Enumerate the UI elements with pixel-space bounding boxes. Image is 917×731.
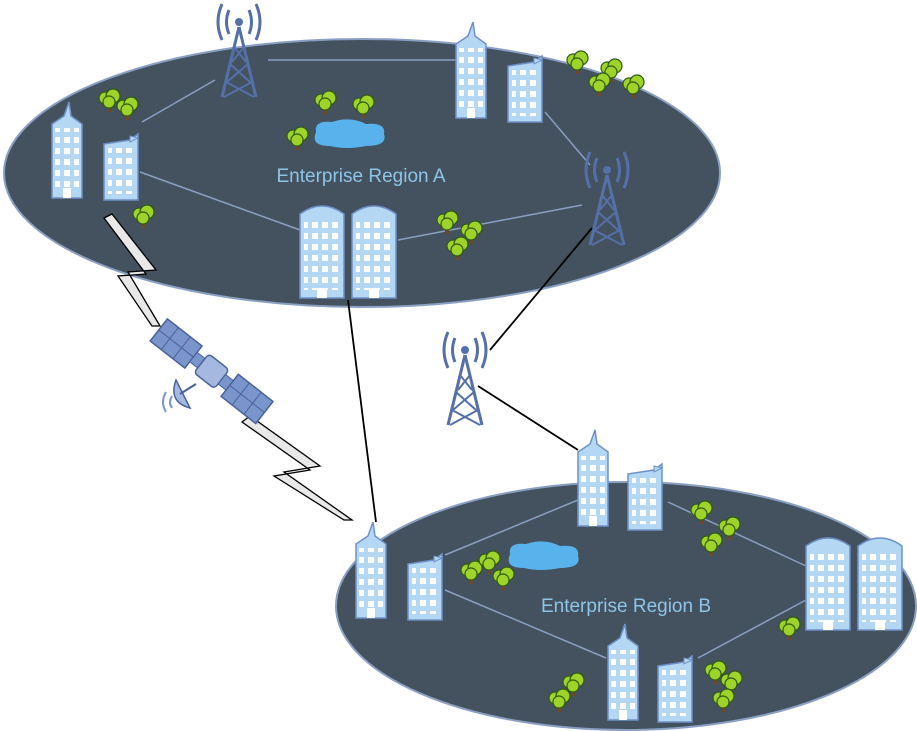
building-icon	[355, 521, 387, 619]
building-icon	[299, 205, 345, 299]
region-a: Enterprise Region A	[3, 2, 721, 308]
building-icon	[657, 655, 693, 723]
region-a-links	[139, 59, 591, 241]
radio-tower-icon	[442, 330, 488, 427]
inter-region-links	[347, 227, 593, 523]
building-icon	[805, 537, 851, 631]
building-icon	[455, 21, 487, 119]
building-icon	[103, 133, 139, 201]
fiber-link-a-b	[347, 299, 377, 523]
relay-link-a	[489, 227, 593, 351]
building-icon	[577, 429, 609, 527]
building-icon	[507, 55, 543, 123]
satellite-icon	[149, 317, 275, 425]
building-icon	[857, 537, 903, 631]
lightning-link-icon	[103, 213, 162, 327]
relay-link-b	[477, 385, 579, 451]
building-icon	[351, 205, 397, 299]
region-b: Enterprise Region B	[335, 429, 917, 731]
building-icon	[627, 463, 663, 531]
lightning-link-icon	[240, 415, 355, 521]
region-b-label: Enterprise Region B	[541, 596, 711, 617]
region-b-ellipse	[335, 481, 917, 731]
region-a-label: Enterprise Region A	[277, 166, 446, 187]
building-icon	[407, 553, 443, 621]
